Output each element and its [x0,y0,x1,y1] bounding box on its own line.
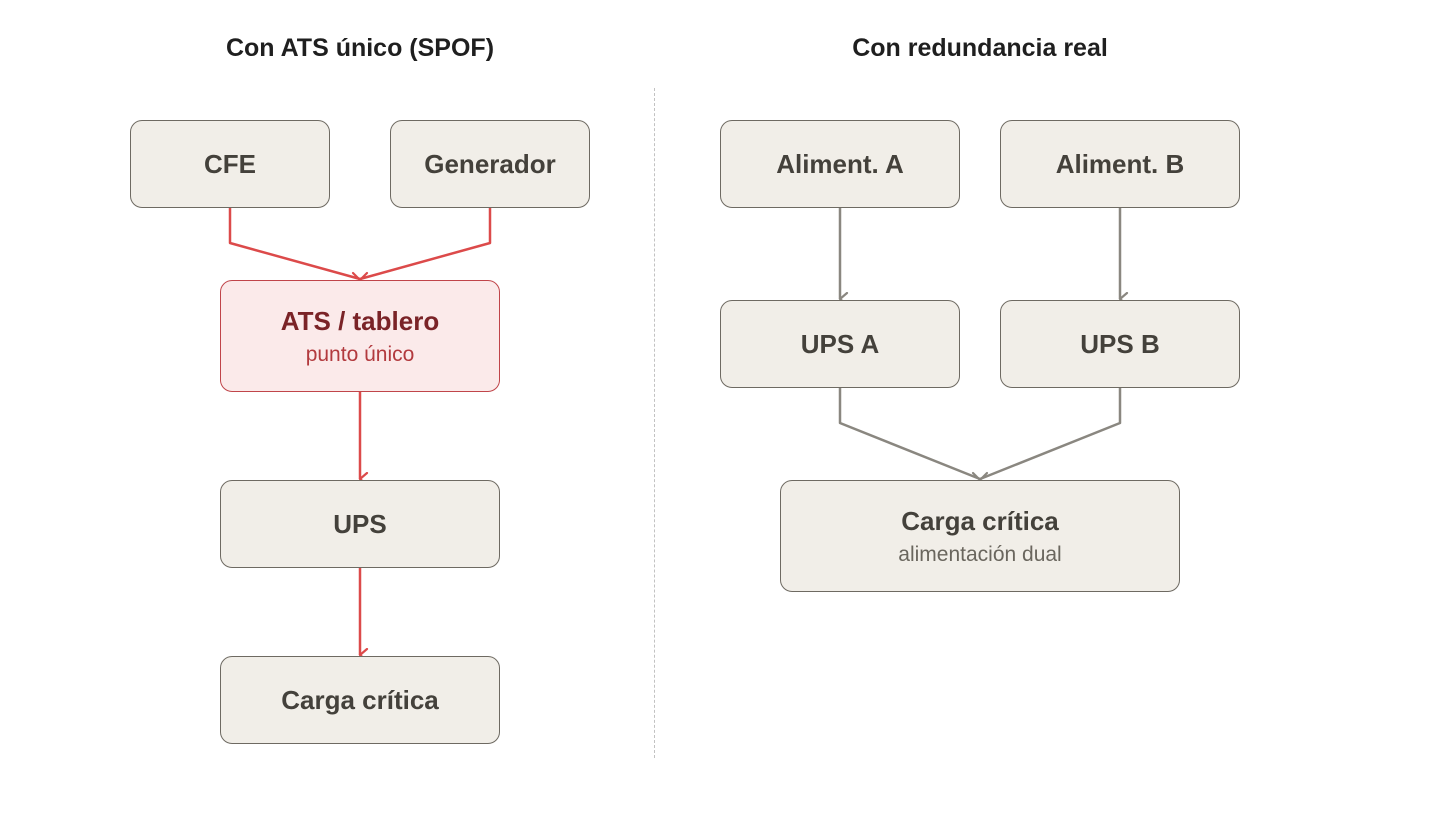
ups-b-to-load-connector [979,387,1122,481]
node-cfe: CFE [130,120,330,208]
merge-arrowhead-right [971,471,989,482]
node-generator: Generador [390,120,590,208]
node-critical-load-right: Carga crítica alimentación dual [780,480,1180,592]
node-ups-label: UPS [333,508,387,539]
node-feed-a-label: Aliment. A [776,148,904,179]
node-cfe-label: CFE [204,148,256,179]
left-panel-title: Con ATS único (SPOF) [225,34,495,62]
cfe-to-ats-connector [228,208,361,281]
panel-divider [654,88,655,758]
node-critical-load-left-label: Carga crítica [281,684,439,715]
node-feed-a: Aliment. A [720,120,960,208]
node-ups-a-label: UPS A [800,328,880,359]
node-ups-b-label: UPS B [1080,328,1160,359]
right-panel-title: Con redundancia real [852,34,1108,62]
node-ups-b: UPS B [1000,300,1240,388]
node-ats-label: ATS / tablero [280,305,440,336]
node-ats: ATS / tablero punto único [220,280,500,392]
node-generator-label: Generador [424,148,556,179]
node-ups-a: UPS A [720,300,960,388]
node-critical-load-left: Carga crítica [220,656,500,744]
node-ups: UPS [220,480,500,568]
generator-to-ats-connector [359,208,492,281]
node-critical-load-right-label: Carga crítica [901,505,1059,536]
node-feed-b-label: Aliment. B [1055,148,1185,179]
node-critical-load-right-sublabel: alimentación dual [898,542,1062,566]
ups-a-to-load-connector [838,387,981,481]
node-ats-sublabel: punto único [305,342,415,366]
merge-arrowhead-left [351,271,369,282]
node-feed-b: Aliment. B [1000,120,1240,208]
